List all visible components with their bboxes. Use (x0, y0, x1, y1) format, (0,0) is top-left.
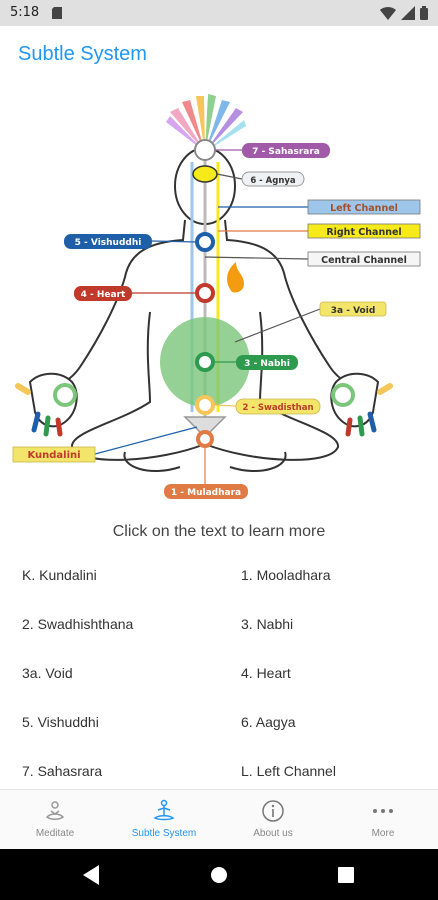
label-muladhara: 1 - Muladhara (164, 484, 248, 499)
recents-icon[interactable] (338, 867, 354, 883)
label-heart: 4 - Heart (74, 286, 132, 301)
system-navigation-bar (0, 849, 438, 900)
flame-icon (227, 262, 244, 293)
battery-icon (420, 6, 428, 20)
svg-text:3 - Nabhi: 3 - Nabhi (244, 359, 290, 369)
more-icon (373, 809, 393, 813)
label-vishuddhi: 5 - Vishuddhi (64, 234, 152, 249)
nav-about-us-label: About us (253, 828, 293, 839)
svg-text:Left Channel: Left Channel (330, 203, 398, 214)
back-icon[interactable] (83, 865, 101, 885)
link-sahasrara[interactable]: 7. Sahasrara (22, 763, 103, 779)
svg-text:6 - Agnya: 6 - Agnya (250, 176, 296, 186)
status-icons (380, 6, 428, 20)
label-sahasrara: 7 - Sahasrara (242, 143, 330, 158)
label-agnya: 6 - Agnya (241, 171, 305, 187)
link-kundalini[interactable]: K. Kundalini (22, 567, 97, 583)
svg-text:4 - Heart: 4 - Heart (81, 290, 126, 300)
bottom-navigation: Meditate Subtle System About us More (0, 789, 438, 849)
svg-text:Right Channel: Right Channel (326, 227, 401, 238)
link-mooladhara[interactable]: 1. Mooladhara (241, 567, 331, 583)
link-void[interactable]: 3a. Void (22, 665, 73, 681)
heart-chakra (195, 283, 215, 303)
home-icon[interactable] (210, 866, 228, 884)
nav-meditate[interactable]: Meditate (0, 790, 110, 850)
connector-lines (94, 149, 321, 484)
muladhara-chakra (196, 430, 214, 448)
label-central-channel: Central Channel (307, 251, 421, 267)
nav-more[interactable]: More (328, 790, 438, 850)
nabhi-chakra (195, 352, 215, 372)
info-icon (262, 800, 284, 822)
link-left-channel[interactable]: L. Left Channel (241, 763, 336, 779)
nav-more-label: More (371, 828, 395, 839)
svg-text:1 - Muladhara: 1 - Muladhara (171, 488, 241, 498)
link-aagya[interactable]: 6. Aagya (241, 714, 296, 730)
svg-text:Central Channel: Central Channel (321, 255, 407, 266)
signal-icon (401, 6, 415, 20)
link-heart[interactable]: 4. Heart (241, 665, 291, 681)
svg-text:3a - Void: 3a - Void (331, 306, 376, 316)
swadisthan-chakra (195, 395, 215, 415)
hint-text: Click on the text to learn more (112, 523, 326, 540)
svg-text:2 - Swadisthan: 2 - Swadisthan (242, 403, 313, 413)
link-nabhi[interactable]: 3. Nabhi (241, 616, 294, 632)
nav-meditate-label: Meditate (35, 828, 75, 839)
sahasrara-chakra (194, 139, 216, 161)
sahasrara-crown-icon (166, 94, 246, 152)
status-bar: 5:18 (0, 0, 438, 26)
label-right-channel: Right Channel (307, 223, 421, 239)
label-nabhi: 3 - Nabhi (236, 355, 298, 370)
subtle-system-diagram: 7 - Sahasrara 6 - Agnya Left Channel Rig… (12, 94, 421, 499)
svg-text:7 - Sahasrara: 7 - Sahasrara (252, 147, 320, 157)
status-time: 5:18 (10, 5, 40, 20)
meditate-icon (45, 801, 65, 820)
agnya-chakra (192, 165, 218, 183)
page-title: Subtle System (18, 43, 147, 65)
right-hand (330, 372, 393, 437)
sd-card-icon (52, 7, 62, 19)
nav-subtle-system[interactable]: Subtle System (109, 790, 219, 850)
wifi-icon (380, 7, 396, 20)
nav-about-us[interactable]: About us (218, 790, 328, 850)
label-kundalini: Kundalini (12, 446, 96, 463)
svg-text:Kundalini: Kundalini (27, 450, 80, 461)
label-swadisthan: 2 - Swadisthan (235, 398, 321, 415)
link-swadhishthana[interactable]: 2. Swadhishthana (22, 616, 134, 632)
vishuddhi-chakra (195, 232, 215, 252)
label-void: 3a - Void (319, 301, 387, 317)
svg-text:5 - Vishuddhi: 5 - Vishuddhi (75, 238, 142, 248)
subtle-system-icon (153, 799, 175, 821)
link-vishuddhi[interactable]: 5. Vishuddhi (22, 714, 99, 730)
left-hand (15, 372, 78, 437)
nav-subtle-system-label: Subtle System (131, 828, 197, 839)
label-left-channel: Left Channel (307, 199, 421, 215)
